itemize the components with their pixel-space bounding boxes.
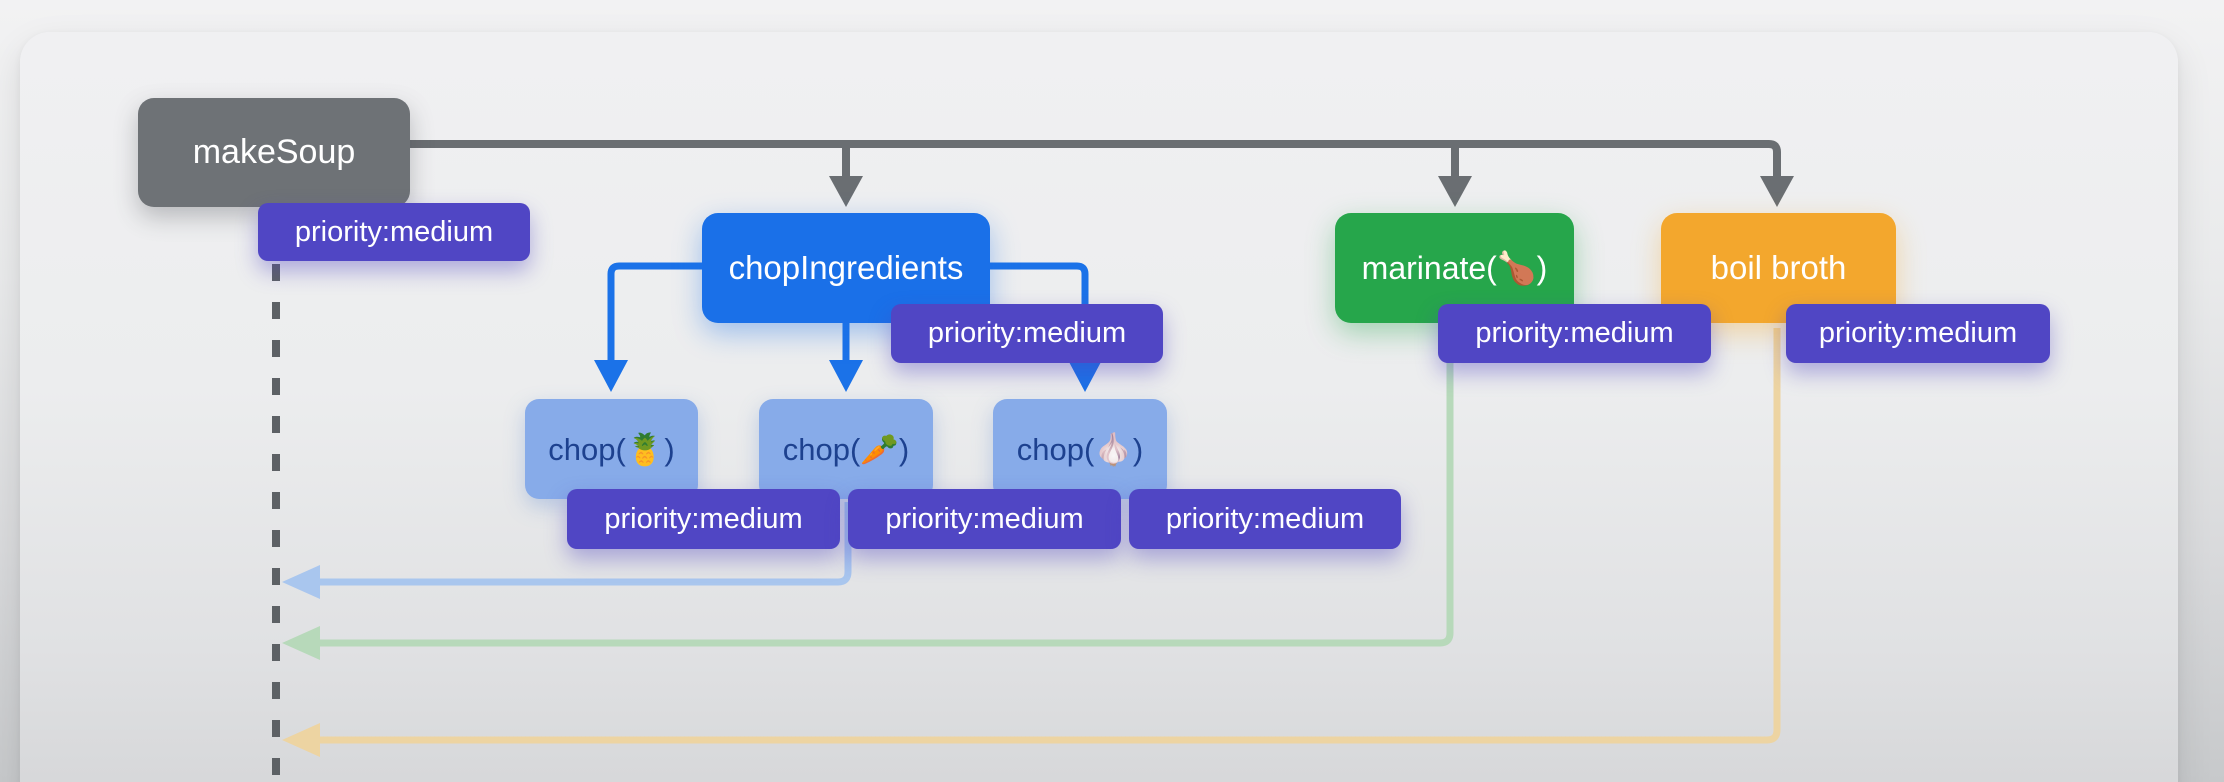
node-marinate-label: marinate(🍗): [1361, 250, 1548, 286]
priority-badge-label: priority:medium: [927, 317, 1127, 349]
node-makesoup: makeSoup: [138, 98, 410, 207]
priority-badge-chop-garlic: priority:medium: [1129, 489, 1401, 549]
priority-badge-label: priority:medium: [885, 502, 1084, 535]
priority-badge-chop-carrot: priority:medium: [848, 489, 1121, 549]
edge-chop-garlic: [990, 262, 1089, 360]
priority-badge-chopingredients: priority:medium: [891, 304, 1163, 363]
priority-badge-label: priority:medium: [604, 502, 803, 535]
priority-badge-marinate: priority:medium: [1438, 304, 1711, 363]
edge-chop-pineapple: [607, 262, 702, 360]
arrow-down-icon: [594, 360, 628, 392]
priority-badge-label: priority:medium: [1475, 317, 1674, 349]
node-chop-carrot-label: chop(🥕): [782, 431, 910, 467]
return-edge-chop: [320, 502, 852, 586]
priority-badge-chop-pineapple: priority:medium: [567, 489, 840, 549]
node-chop-pineapple-label: chop(🍍): [548, 431, 675, 467]
priority-badge-label: priority:medium: [294, 215, 494, 248]
node-boil-broth-label: boil broth: [1710, 249, 1847, 286]
node-chopingredients-label: chopIngredients: [728, 249, 964, 286]
arrow-down-icon: [1760, 176, 1794, 207]
arrow-down-icon: [829, 360, 863, 392]
priority-badge-label: priority:medium: [1165, 502, 1365, 535]
blue-arrowheads: [594, 360, 1102, 392]
arrow-down-icon: [1068, 360, 1102, 392]
priority-badge-label: priority:medium: [1818, 317, 2018, 349]
return-edge-marinate: [320, 328, 1454, 647]
edge-makesoup-trunk: [410, 140, 1781, 176]
arrow-down-icon: [829, 176, 863, 207]
node-makesoup-label: makeSoup: [192, 133, 356, 171]
node-chop-pineapple: chop(🍍): [525, 399, 698, 499]
arrow-left-icon: [282, 723, 320, 757]
fanout-gray-edges: [410, 140, 1781, 176]
return-edge-boil-broth: [320, 328, 1781, 744]
node-chop-garlic-label: chop(🧄): [1016, 431, 1144, 467]
node-chop-garlic: chop(🧄): [993, 399, 1167, 499]
gray-arrowheads: [829, 176, 1794, 207]
priority-badge-boil-broth: priority:medium: [1786, 304, 2050, 363]
arrow-down-icon: [1438, 176, 1472, 207]
priority-badge-makesoup: priority:medium: [258, 203, 530, 261]
arrow-left-icon: [282, 626, 320, 660]
node-chop-carrot: chop(🥕): [759, 399, 933, 499]
arrow-left-icon: [282, 565, 320, 599]
fanout-blue-edges: [607, 262, 1089, 360]
